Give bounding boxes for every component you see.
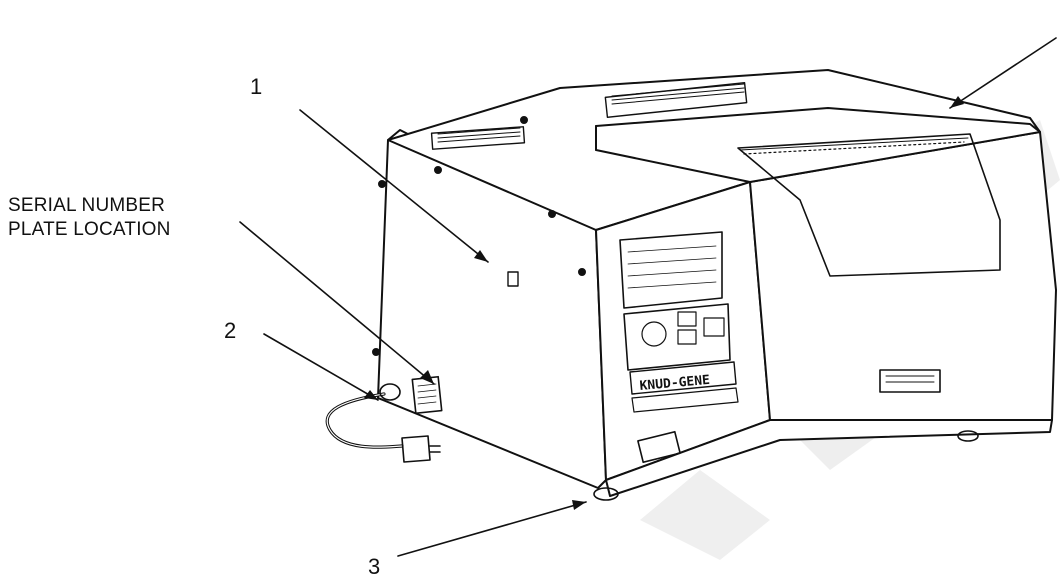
leader-line-4 — [949, 37, 1057, 109]
keypad — [623, 303, 731, 371]
base — [605, 419, 1053, 497]
serial-plate-label: SERIAL NUMBER PLATE LOCATION — [8, 194, 171, 243]
front-latch — [879, 369, 941, 393]
side-connector — [507, 271, 519, 287]
leader-line-1 — [299, 109, 489, 263]
lid-window — [737, 133, 1001, 277]
arrowhead-1 — [474, 250, 488, 262]
top-vent-left — [430, 126, 526, 150]
leader-line-2 — [263, 333, 379, 401]
right-body — [749, 131, 1057, 421]
arrowhead-3 — [572, 500, 586, 510]
leader-line-3 — [397, 501, 587, 557]
arrowhead-serial — [420, 370, 434, 384]
panel-brand-text: KNUD-GENE — [639, 373, 710, 394]
plug — [401, 435, 431, 463]
brand-band — [629, 361, 737, 395]
display-screen — [619, 231, 723, 309]
foot-front-left — [593, 487, 619, 501]
arrowhead-2 — [364, 390, 378, 400]
leader-line-serial — [239, 221, 435, 385]
callout-2: 2 — [224, 318, 237, 343]
serial-label-line1: SERIAL NUMBER — [8, 195, 166, 216]
callout-3: 3 — [368, 554, 381, 579]
serial-label-line2: PLATE LOCATION — [8, 219, 171, 241]
foot-rear-right — [957, 430, 979, 442]
callout-1: 1 — [250, 74, 263, 99]
arrowhead-4 — [950, 96, 964, 108]
power-switch — [637, 430, 681, 464]
